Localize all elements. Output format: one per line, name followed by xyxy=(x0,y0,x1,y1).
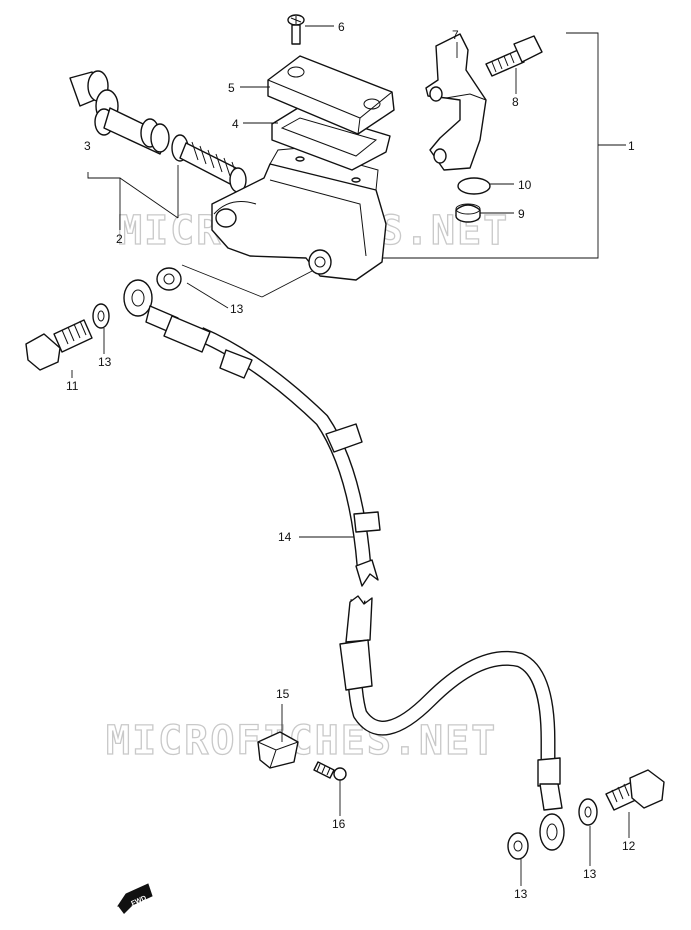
piston-assembly xyxy=(69,70,247,193)
group-bracket-13 xyxy=(181,264,315,309)
handlebar-clamp xyxy=(425,33,487,171)
callout-4: 4 xyxy=(232,117,239,131)
callout-13-top: 13 xyxy=(230,302,244,316)
reservoir-cap xyxy=(267,55,395,135)
callout-1: 1 xyxy=(628,139,635,153)
group-bracket-1 xyxy=(380,32,626,259)
washer-lower-right xyxy=(578,798,598,826)
watermark-bottom: MICROFICHES.NET xyxy=(106,718,497,764)
callout-15: 15 xyxy=(276,687,290,701)
o-ring xyxy=(457,177,491,195)
washer-upper-left xyxy=(92,303,110,329)
callout-5: 5 xyxy=(228,81,235,95)
union-bolt-upper xyxy=(25,319,93,371)
brake-hose xyxy=(123,279,565,851)
hose-clamp xyxy=(257,731,299,769)
master-cylinder-body xyxy=(211,147,387,281)
callout-10: 10 xyxy=(518,178,532,192)
forward-direction-badge: FWD xyxy=(117,883,153,914)
callout-labels: 1 2 3 4 5 6 7 8 9 10 11 12 13 13 14 15 1… xyxy=(66,20,636,901)
callout-8: 8 xyxy=(512,95,519,109)
clamp-bolt xyxy=(485,35,543,77)
callout-13-lower-left: 13 xyxy=(514,887,528,901)
clamp-screw xyxy=(313,761,347,781)
cap-screw xyxy=(287,14,305,45)
group-bracket-2 xyxy=(87,165,179,230)
leader-lines xyxy=(71,25,630,886)
callout-12: 12 xyxy=(622,839,636,853)
callout-2: 2 xyxy=(116,232,123,246)
union-bolt-lower xyxy=(605,769,665,811)
dust-boot xyxy=(455,203,481,223)
callout-7: 7 xyxy=(452,28,459,42)
callout-3: 3 xyxy=(84,139,91,153)
callout-6: 6 xyxy=(338,20,345,34)
washer-lower-left xyxy=(507,832,529,860)
callout-13-lower-right: 13 xyxy=(583,867,597,881)
washer-upper-right xyxy=(156,267,182,291)
callout-16: 16 xyxy=(332,817,346,831)
callout-14: 14 xyxy=(278,530,292,544)
callout-9: 9 xyxy=(518,207,525,221)
callout-11: 11 xyxy=(66,379,79,393)
callout-13-upper-left: 13 xyxy=(98,355,112,369)
